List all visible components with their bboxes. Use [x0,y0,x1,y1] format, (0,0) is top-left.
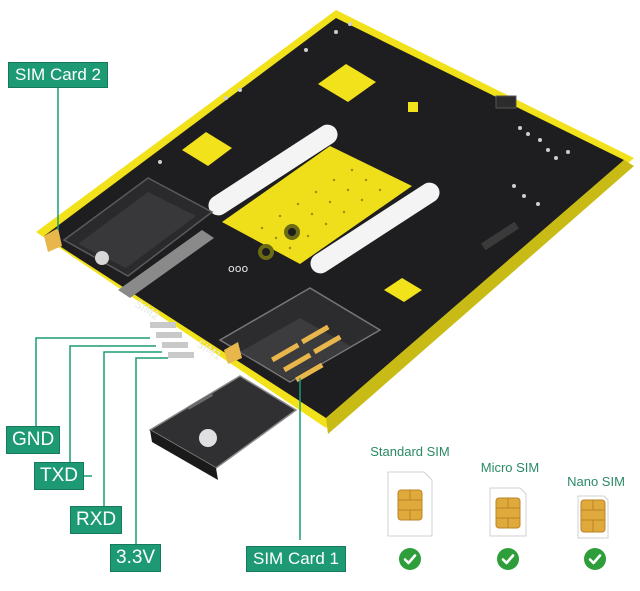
sim-standard-title: Standard SIM [370,444,450,459]
pin-3v3-label: 3.3V [110,544,162,572]
sim1-tray [148,375,298,480]
mounting-slots [208,124,440,274]
copper-pad [222,146,412,264]
sim-micro-title: Micro SIM [480,460,540,475]
sim2-contact [44,228,62,252]
pin-gnd-label: GND [6,426,61,454]
connector-right [481,221,519,251]
pad-holes [258,224,300,260]
sim-card-2-label: SIM Card 2 [8,62,108,88]
sim-card-nano [577,495,609,539]
sim1-holder [218,287,382,383]
sim-card-micro [489,487,527,537]
sim2-holder [62,177,214,298]
pin-rxd-label: RXD [70,506,123,534]
check-icon [399,548,421,570]
sim1-contacts [271,324,342,383]
silk-ooo: ooo [228,262,248,275]
components [158,22,570,206]
sim-card-1-label: SIM Card 1 [246,546,346,572]
check-icon [497,548,519,570]
board-side [326,160,634,434]
sim-card-standard [387,471,433,537]
sim-nano-title: Nano SIM [567,474,625,489]
chip-right [495,95,517,109]
pin-txd-label: TXD [34,462,84,490]
check-icon [584,548,606,570]
small-square [408,102,418,112]
yellow-squares [182,64,422,302]
header-pins [150,322,194,358]
pad-dots [260,168,382,250]
